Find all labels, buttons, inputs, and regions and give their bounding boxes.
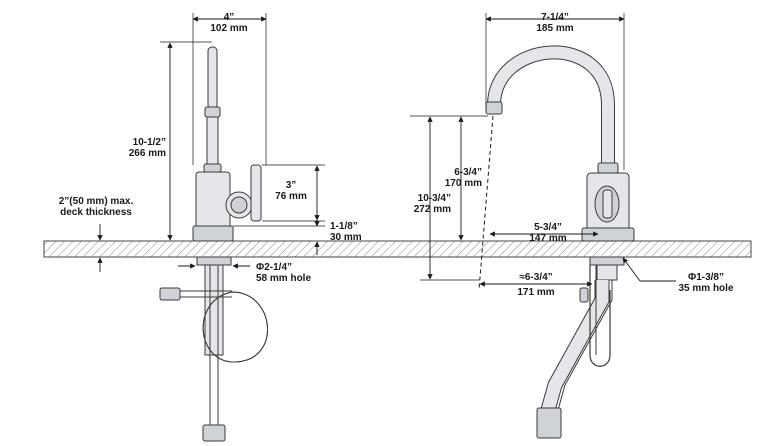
side-view-dimensions <box>97 13 325 272</box>
side-handle-in: 3” <box>286 180 297 191</box>
front-view-labels: 7-1/4” 185 mm 6-3/4” 170 mm 10-3/4” 272 … <box>414 12 734 298</box>
side-base-mm: 30 mm <box>330 232 362 243</box>
front-spout-in: 6-3/4” <box>454 167 482 178</box>
front-spout-mm: 170 mm <box>445 178 482 189</box>
front-total-in: 10-3/4” <box>418 193 451 204</box>
deck-thickness-line2: deck thickness <box>60 207 132 218</box>
front-hole-in: Φ1-3/8” <box>688 272 724 283</box>
front-reach-mm: 185 mm <box>536 23 573 34</box>
front-spout-reach-mm: 147 mm <box>529 233 566 244</box>
side-view-labels: 4” 102 mm 10-1/2” 266 mm 3” 76 mm 1-1/8”… <box>59 12 362 284</box>
deck-thickness-line1: 2”(50 mm) max. <box>59 196 134 207</box>
side-hole-mm: 58 mm hole <box>256 273 311 284</box>
side-hole-in: Φ2-1/4” <box>256 262 292 273</box>
side-height-mm: 266 mm <box>129 148 166 159</box>
front-reach-in: 7-1/4” <box>541 12 569 23</box>
front-spout-reach-in: 5-3/4” <box>534 222 562 233</box>
front-total-mm: 272 mm <box>414 204 451 215</box>
side-view-faucet <box>159 46 268 442</box>
front-clear-in: ≈6-3/4” <box>519 272 552 283</box>
front-hole-mm: 35 mm hole <box>678 283 733 294</box>
side-width-in: 4” <box>224 12 235 23</box>
front-view-faucet <box>485 45 635 439</box>
front-view-dimensions <box>410 13 676 291</box>
side-base-in: 1-1/8” <box>330 221 358 232</box>
side-handle-mm: 76 mm <box>275 191 307 202</box>
countertop-deck <box>43 240 752 258</box>
side-height-in: 10-1/2” <box>133 137 166 148</box>
side-width-mm: 102 mm <box>210 23 247 34</box>
front-clear-mm: 171 mm <box>517 287 554 298</box>
